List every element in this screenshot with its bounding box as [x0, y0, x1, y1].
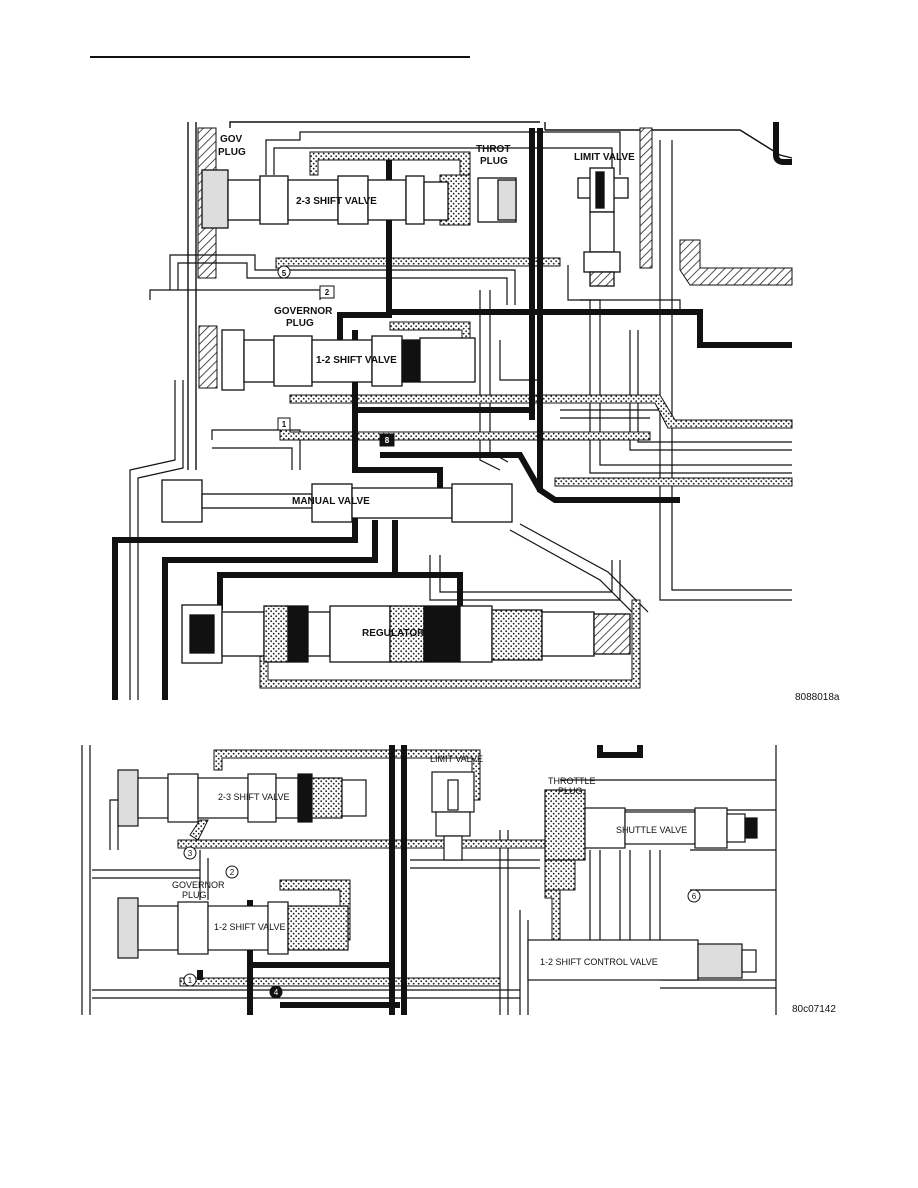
throt-plug-label-1: THROT	[476, 144, 510, 155]
shift-12-label: 1-2 SHIFT VALVE	[316, 355, 397, 366]
shift-23-label-b: 2-3 SHIFT VALVE	[218, 792, 290, 802]
shift-valve-23-b	[117, 769, 367, 827]
limit-valve-label-b: LIMIT VALVE	[430, 754, 483, 764]
shuttle-valve-label: SHUTTLE VALVE	[616, 825, 687, 835]
throttle-plug-label-1: THROTTLE	[548, 776, 596, 786]
callout-1: 1	[282, 420, 287, 429]
manual-valve	[161, 479, 513, 523]
callout-1b: 1	[188, 976, 193, 985]
throttle-plug-label-2: PLUG	[558, 786, 583, 796]
figure1-labels: GOV PLUG THROT PLUG LIMIT VALVE 2-3 SHIF…	[218, 134, 635, 639]
figure2-callouts: 3 2 1 4 6	[183, 846, 701, 999]
governor-plug-label-1: GOVERNOR	[274, 306, 333, 317]
throt-plug-label-2: PLUG	[480, 156, 508, 167]
limit-valve	[577, 167, 629, 287]
callout-2: 2	[325, 288, 330, 297]
figure2-code: 80c07142	[792, 1004, 836, 1015]
shift-valve-23	[201, 169, 517, 229]
hydraulic-diagram-top: GOV PLUG THROT PLUG LIMIT VALVE 2-3 SHIF…	[112, 121, 840, 703]
gov-plug-label-1: GOV	[220, 134, 243, 145]
callout-2b: 2	[230, 868, 235, 877]
figure2-labels: LIMIT VALVE 2-3 SHIFT VALVE THROTTLE PLU…	[172, 754, 687, 967]
gov-plug-label-2: PLUG	[218, 147, 246, 158]
governor-plug-label-b-2: PLUG	[182, 890, 207, 900]
header-rule	[90, 56, 470, 58]
dotted-passages	[259, 151, 793, 689]
figure1-callouts: 5 2 1 8	[277, 265, 395, 447]
shift-control-valve-12	[527, 850, 757, 981]
callout-8: 8	[385, 436, 390, 445]
regulator-valve-label: REGULATOR VALVE	[362, 628, 459, 639]
frame	[187, 121, 793, 470]
manual-valve-label: MANUAL VALVE	[292, 496, 370, 507]
callout-4: 4	[274, 988, 279, 997]
limit-valve-b	[431, 771, 475, 861]
shift-control-12-label: 1-2 SHIFT CONTROL VALVE	[540, 957, 658, 967]
governor-plug-label-b-1: GOVERNOR	[172, 880, 225, 890]
line-pressure-passages	[112, 128, 792, 700]
hydraulic-diagram-bottom: LIMIT VALVE 2-3 SHIFT VALVE THROTTLE PLU…	[81, 745, 836, 1015]
figure1-code: 8088018a	[795, 692, 840, 703]
governor-plug-label-2: PLUG	[286, 318, 314, 329]
regulator-valve	[181, 604, 631, 664]
top-corner-channel	[773, 122, 792, 165]
callout-5: 5	[282, 269, 287, 278]
shift-valve-12	[221, 329, 476, 391]
shift-valve-12-b	[117, 897, 349, 959]
callout-3: 3	[188, 849, 193, 858]
frame-2	[81, 745, 777, 1015]
limit-valve-label: LIMIT VALVE	[574, 152, 635, 163]
shift-12-label-b: 1-2 SHIFT VALVE	[214, 922, 286, 932]
callout-6: 6	[692, 892, 697, 901]
shift-23-label: 2-3 SHIFT VALVE	[296, 196, 377, 207]
shuttle-valve	[544, 789, 758, 861]
